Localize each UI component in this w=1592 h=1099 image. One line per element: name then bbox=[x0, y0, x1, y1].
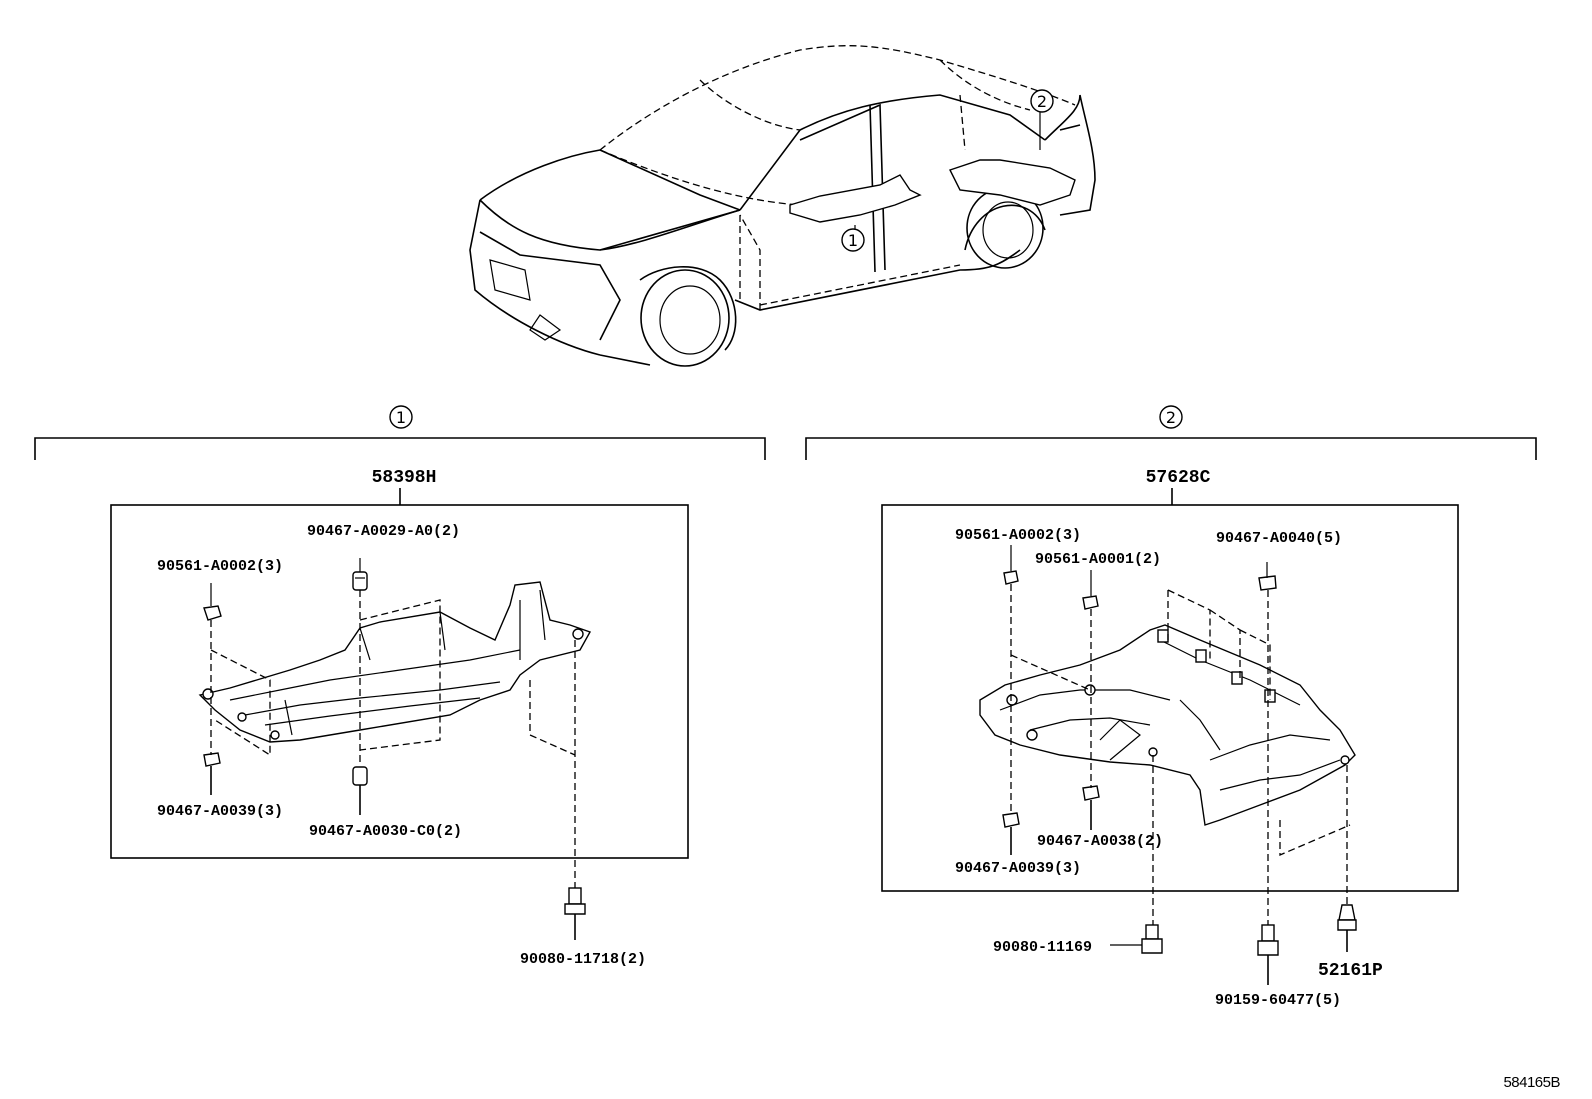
screw-90159-60477-icon bbox=[1257, 924, 1279, 985]
callout-one-car-circle bbox=[841, 228, 865, 252]
group-one-box bbox=[110, 504, 689, 859]
label-90080-11718: 90080-11718(2) bbox=[520, 951, 646, 968]
clip-90467-A0030-icon bbox=[352, 766, 368, 815]
callout-one-group-circle bbox=[389, 405, 413, 429]
callout-two-group-circle bbox=[1159, 405, 1183, 429]
callout-two-group: 2 bbox=[1166, 408, 1176, 427]
label-90467-A0039: 90467-A0039(3) bbox=[157, 803, 283, 820]
clip-90467-A0039-g2-icon bbox=[1002, 812, 1020, 855]
group-two-box bbox=[881, 504, 1459, 892]
label-90467-A0040: 90467-A0040(5) bbox=[1216, 530, 1342, 547]
group-two-guide-lines bbox=[1010, 545, 1351, 925]
label-90080-11169: 90080-11169 bbox=[993, 939, 1092, 956]
figure-code: 584165B bbox=[1503, 1074, 1560, 1091]
label-90159-60477: 90159-60477(5) bbox=[1215, 992, 1341, 1009]
clip-90467-A0038-icon bbox=[1082, 785, 1100, 830]
clip-90467-A0029-icon bbox=[352, 571, 368, 591]
group-one-bracket bbox=[34, 437, 766, 460]
nut-90561-A0002-icon bbox=[203, 605, 222, 621]
callout-one-car: 1 bbox=[848, 231, 858, 250]
label-52161P: 52161P bbox=[1318, 961, 1383, 981]
fastener-52161P-icon bbox=[1337, 904, 1357, 952]
callout-two-car-circle bbox=[1030, 89, 1054, 113]
nut-90561-A0001-icon bbox=[1082, 595, 1099, 610]
car-overview-illustration bbox=[469, 45, 1096, 367]
label-90467-A0039-g2: 90467-A0039(3) bbox=[955, 860, 1081, 877]
label-90467-A0030-C0: 90467-A0030-C0(2) bbox=[309, 823, 462, 840]
group-one-assembly-number: 58398H bbox=[372, 468, 437, 488]
clip-90467-A0040-icon bbox=[1258, 562, 1277, 591]
label-90467-A0038: 90467-A0038(2) bbox=[1037, 833, 1163, 850]
label-90561-A0002: 90561-A0002(3) bbox=[157, 558, 283, 575]
group-one-cover-illustration bbox=[198, 581, 592, 743]
callout-one-group: 1 bbox=[396, 408, 406, 427]
clip-90467-A0039-icon bbox=[203, 752, 221, 795]
callout-two-car: 2 bbox=[1037, 92, 1047, 111]
label-90561-A0001: 90561-A0001(2) bbox=[1035, 551, 1161, 568]
group-two-assembly-number: 57628C bbox=[1146, 468, 1211, 488]
label-90467-A0029-A0: 90467-A0029-A0(2) bbox=[307, 523, 460, 540]
bolt-90080-11718-icon bbox=[564, 887, 586, 940]
group-one-guide-lines bbox=[210, 558, 576, 888]
nut-90561-A0002-g2-icon bbox=[1003, 570, 1019, 585]
bolt-90080-11169-icon bbox=[1110, 924, 1163, 954]
group-two-cover-illustration bbox=[979, 624, 1356, 826]
label-90561-A0002-g2: 90561-A0002(3) bbox=[955, 527, 1081, 544]
group-two-bracket bbox=[805, 437, 1537, 460]
